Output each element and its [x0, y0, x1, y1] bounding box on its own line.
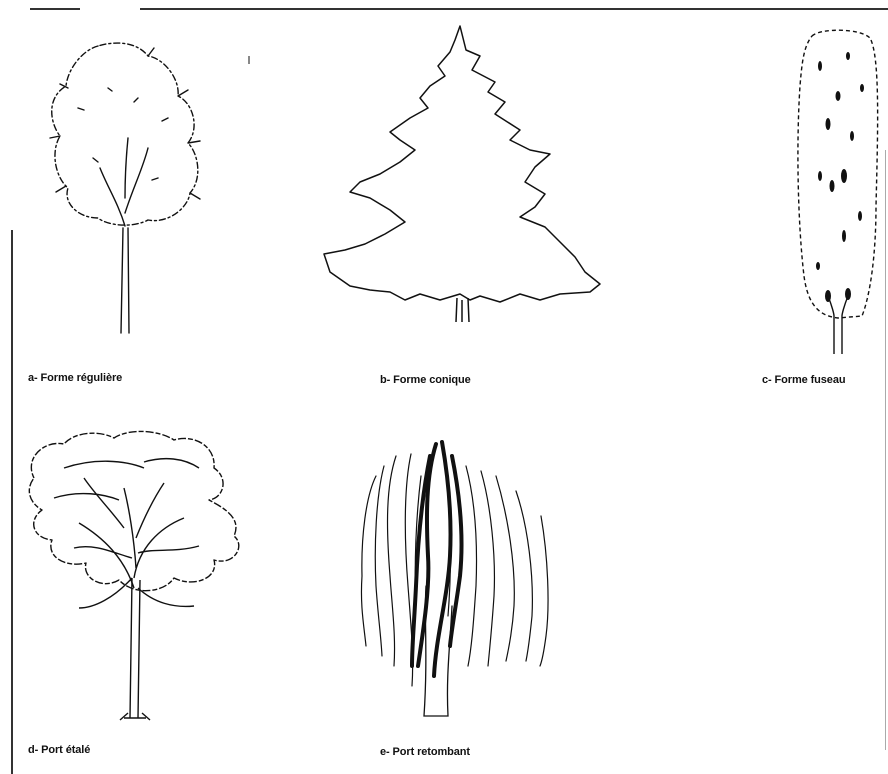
caption-spreading-habit: d- Port étalé: [28, 744, 90, 756]
spindle-tree-icon: [790, 26, 888, 356]
weeping-tree-icon: [356, 436, 552, 726]
frame-gap: [80, 6, 140, 12]
conical-tree-icon: [320, 22, 610, 328]
scan-speck: [248, 56, 250, 64]
caption-weeping-habit: e- Port retombant: [380, 746, 470, 758]
frame-top-border: [30, 8, 888, 10]
regular-tree-icon: [38, 28, 208, 340]
caption-spindle-form: c- Forme fuseau: [762, 374, 845, 386]
caption-regular-form: a- Forme régulière: [28, 372, 122, 384]
caption-conical-form: b- Forme conique: [380, 374, 471, 386]
spreading-tree-icon: [24, 428, 250, 724]
frame-left-border: [11, 230, 13, 774]
